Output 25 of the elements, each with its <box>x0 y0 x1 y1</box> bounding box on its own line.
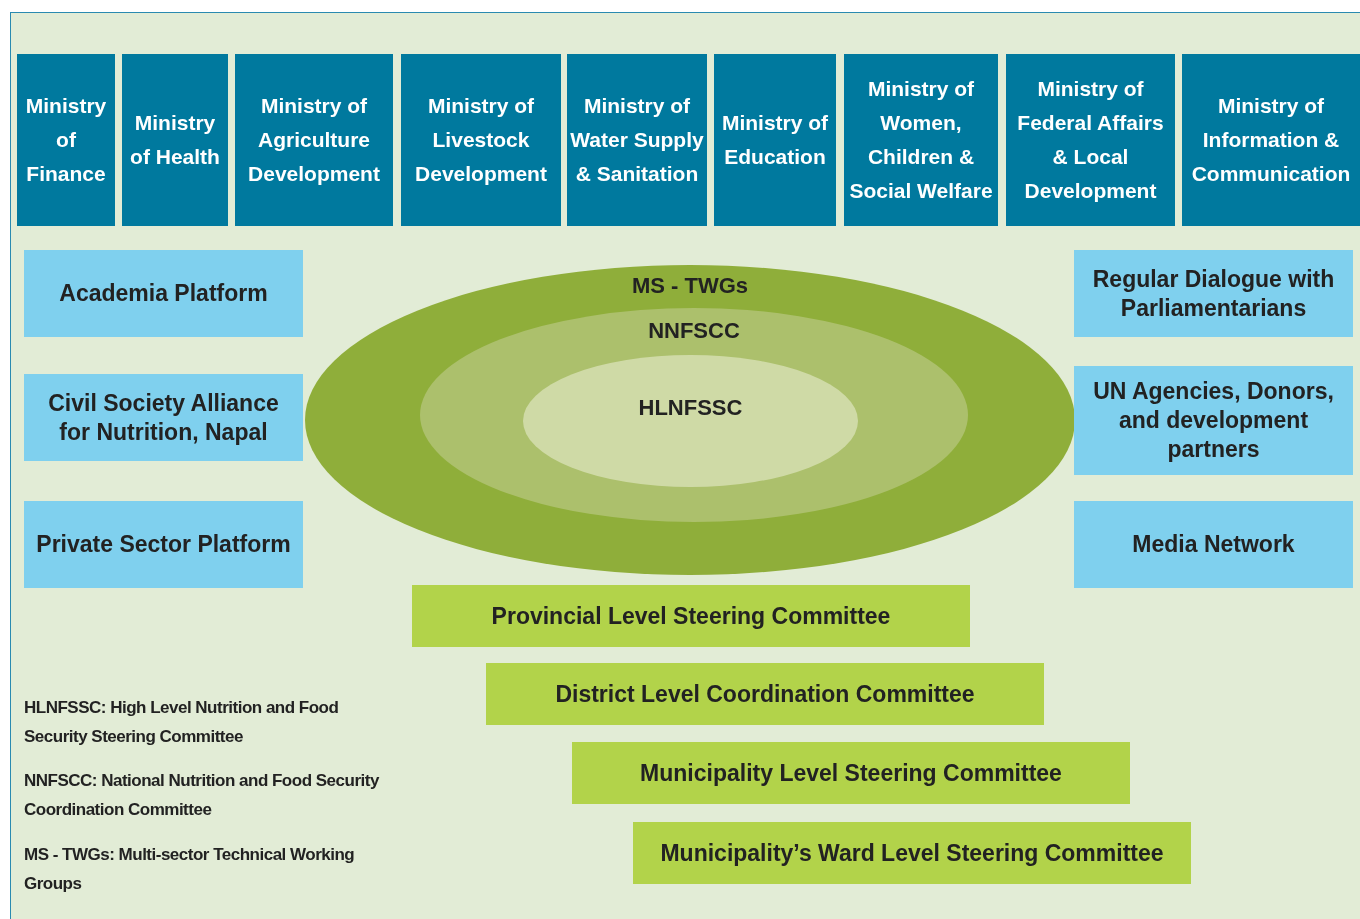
committee-box: Municipality Level Steering Committee <box>572 742 1130 804</box>
ministry-box: Ministry of Finance <box>17 54 115 226</box>
abbreviation-note: HLNFSSC: High Level Nutrition and Food Security Steering Committee <box>24 697 340 748</box>
ministry-box: Ministry of Health <box>122 54 228 226</box>
platform-box: Private Sector Platform <box>24 501 303 588</box>
platform-box: Civil Society Alliance for Nutrition, Napal <box>24 374 303 461</box>
committee-box: Municipality’s Ward Level Steering Committee <box>633 822 1191 884</box>
ministry-box: Ministry of Women, Children & Social Welfare <box>844 54 998 226</box>
ministry-box: Ministry of Federal Affairs & Local Development <box>1006 54 1175 226</box>
layer-title: HLNFSSC <box>637 395 744 421</box>
committee-box: District Level Coordination Committee <box>486 663 1044 725</box>
platform-box: UN Agencies, Donors, and development partners <box>1074 366 1353 475</box>
layer-title: MS - TWGs <box>630 273 750 299</box>
platform-box: Regular Dialogue with Parliamentarians <box>1074 250 1353 337</box>
abbreviation-note: MS - TWGs: Multi-sector Technical Working Groups <box>24 844 356 895</box>
platform-box: Academia Platform <box>24 250 303 337</box>
ministry-box: Ministry of Livestock Development <box>401 54 561 226</box>
layer-title: NNFSCC <box>647 318 741 344</box>
ministry-box: Ministry of Water Supply & Sanitation <box>567 54 707 226</box>
committee-box: Provincial Level Steering Committee <box>412 585 970 647</box>
ministry-box: Ministry of Education <box>714 54 836 226</box>
ministry-box: Ministry of Agriculture Development <box>235 54 393 226</box>
platform-box: Media Network <box>1074 501 1353 588</box>
abbreviation-note: NNFSCC: National Nutrition and Food Security Coordination Committee <box>24 770 380 821</box>
ministry-box: Ministry of Information & Communication <box>1182 54 1360 226</box>
